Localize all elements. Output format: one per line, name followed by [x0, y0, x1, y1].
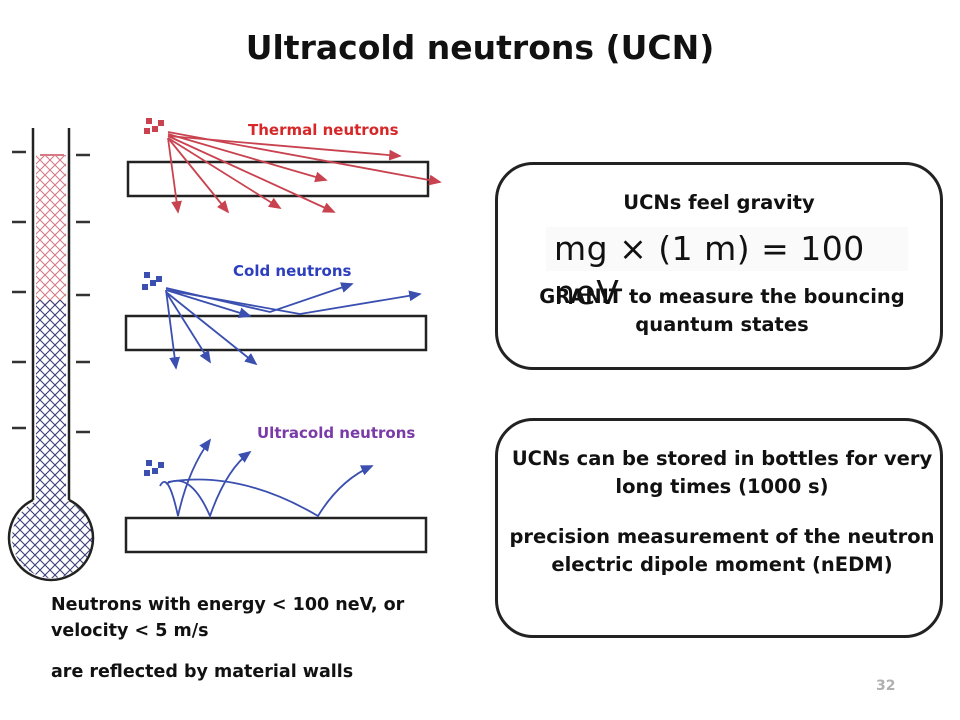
- cold-panel: [124, 272, 428, 370]
- storage-box: UCNs can be stored in bottles for very l…: [495, 418, 943, 638]
- thermal-neutrons-label: Thermal neutrons: [248, 121, 399, 139]
- thermal-wall: [126, 160, 430, 198]
- ultracold-source-icon: [144, 460, 164, 476]
- gravity-formula: mg × (1 m) = 100 neV: [546, 227, 908, 312]
- energy-note: Neutrons with energy < 100 neV, or veloc…: [51, 595, 405, 641]
- ucn-bottle: [7, 128, 95, 582]
- ultracold-wall: [124, 516, 428, 554]
- granit-text: GRANIT to measure the bouncing quantum s…: [539, 285, 905, 336]
- gravity-heading: UCNs feel gravity: [623, 191, 815, 214]
- nedm-text: precision measurement of the neutron ele…: [509, 525, 935, 576]
- gravity-box: UCNs feel gravity mg × (1 m) = 100 neV G…: [495, 162, 943, 370]
- slide-title: Ultracold neutrons (UCN): [245, 28, 715, 67]
- thermal-source-icon: [144, 118, 164, 134]
- thermal-panel: [126, 118, 442, 214]
- reflected-note: are reflected by material walls: [51, 662, 354, 682]
- page-number: 32: [876, 678, 896, 694]
- storage-heading: UCNs can be stored in bottles for very l…: [511, 447, 933, 498]
- cold-wall: [124, 314, 428, 352]
- cold-neutrons-label: Cold neutrons: [233, 262, 352, 280]
- ultracold-panel: [124, 438, 428, 554]
- cold-source-icon: [142, 272, 162, 290]
- ultracold-neutrons-label: Ultracold neutrons: [257, 424, 416, 442]
